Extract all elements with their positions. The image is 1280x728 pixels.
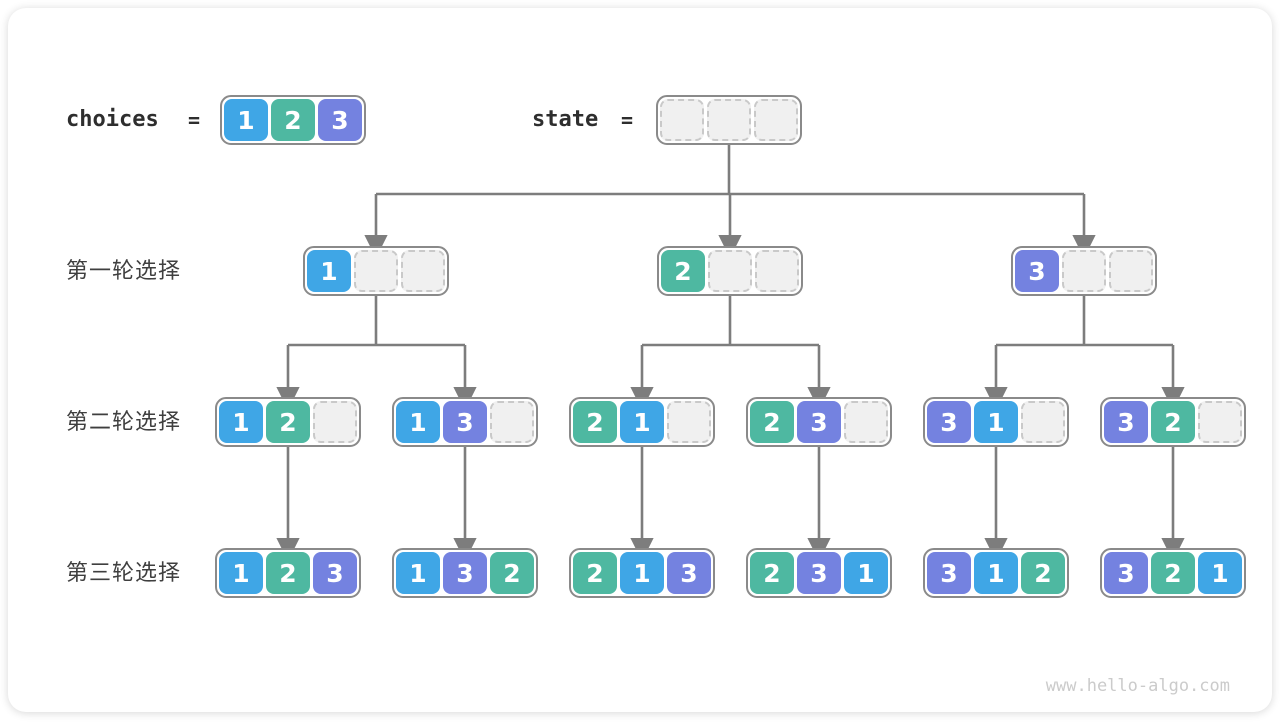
element-3: 3	[1015, 250, 1059, 292]
round-1-label: 第一轮选择	[66, 258, 182, 283]
element-1: 1	[620, 552, 664, 594]
element-2: 2	[573, 552, 617, 594]
choices-label: choices	[66, 107, 159, 132]
round-2-label: 第二轮选择	[66, 409, 182, 434]
element-2: 2	[266, 401, 310, 443]
choices-equals-sign: =	[188, 108, 201, 132]
element-2: 2	[573, 401, 617, 443]
empty-slot	[708, 250, 752, 292]
element-3: 3	[927, 552, 971, 594]
element-2: 2	[1021, 552, 1065, 594]
element-1: 1	[974, 401, 1018, 443]
element-2: 2	[266, 552, 310, 594]
empty-slot	[707, 99, 751, 141]
empty-slot	[1062, 250, 1106, 292]
round-3-label: 第三轮选择	[66, 560, 182, 585]
element-1: 1	[844, 552, 888, 594]
empty-slot	[660, 99, 704, 141]
empty-slot	[1021, 401, 1065, 443]
element-3: 3	[443, 401, 487, 443]
element-2: 2	[750, 552, 794, 594]
element-2: 2	[271, 99, 315, 141]
element-2: 2	[490, 552, 534, 594]
element-3: 3	[1104, 401, 1148, 443]
empty-slot	[401, 250, 445, 292]
element-3: 3	[318, 99, 362, 141]
empty-slot	[844, 401, 888, 443]
state-array	[656, 95, 802, 145]
element-3: 3	[667, 552, 711, 594]
element-1: 1	[974, 552, 1018, 594]
element-3: 3	[927, 401, 971, 443]
watermark: www.hello-algo.com	[1045, 676, 1230, 696]
empty-slot	[490, 401, 534, 443]
empty-slot	[354, 250, 398, 292]
round1-state-1: 1	[303, 246, 449, 296]
element-3: 3	[797, 552, 841, 594]
empty-slot	[313, 401, 357, 443]
element-3: 3	[313, 552, 357, 594]
element-1: 1	[396, 401, 440, 443]
empty-slot	[1198, 401, 1242, 443]
element-2: 2	[1151, 401, 1195, 443]
element-1: 1	[307, 250, 351, 292]
element-1: 1	[224, 99, 268, 141]
element-1: 1	[219, 552, 263, 594]
element-1: 1	[620, 401, 664, 443]
state-label: state	[532, 107, 599, 132]
round1-state-3: 3	[1011, 246, 1157, 296]
element-1: 1	[219, 401, 263, 443]
element-3: 3	[443, 552, 487, 594]
state-equals-sign: =	[621, 108, 634, 132]
element-3: 3	[797, 401, 841, 443]
round1-state-2: 2	[657, 246, 803, 296]
empty-slot	[667, 401, 711, 443]
element-2: 2	[750, 401, 794, 443]
empty-slot	[755, 250, 799, 292]
element-2: 2	[1151, 552, 1195, 594]
empty-slot	[1109, 250, 1153, 292]
element-2: 2	[661, 250, 705, 292]
element-3: 3	[1104, 552, 1148, 594]
empty-slot	[754, 99, 798, 141]
element-1: 1	[396, 552, 440, 594]
element-1: 1	[1198, 552, 1242, 594]
